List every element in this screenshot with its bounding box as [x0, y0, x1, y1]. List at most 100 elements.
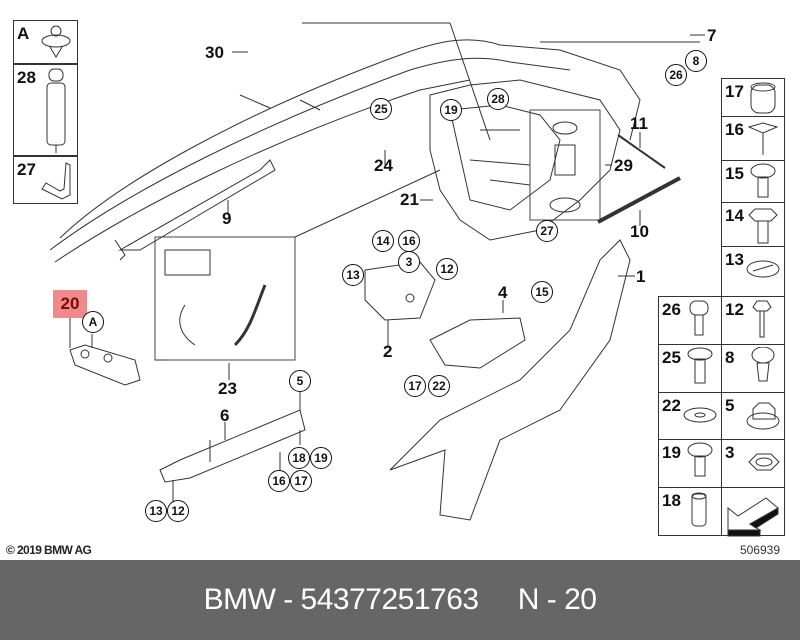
- part-1-bow: [389, 239, 631, 521]
- callout-10: 10: [630, 222, 649, 241]
- circled-callout-28: 28: [487, 88, 509, 110]
- legend-label: 8: [725, 348, 735, 367]
- callout-29: 29: [614, 156, 633, 175]
- legend-label: 26: [662, 300, 681, 319]
- circled-callout-13: 13: [342, 264, 364, 286]
- diagram-line-art: [49, 22, 705, 521]
- legend-label: 5: [725, 396, 735, 415]
- sleeve-icon: [750, 82, 776, 114]
- collar-nut-icon: [746, 402, 780, 430]
- washer-icon: [683, 407, 717, 423]
- legend-box-26: 26: [658, 296, 722, 345]
- part-11-strut: [617, 134, 666, 169]
- screw-icon: [687, 442, 713, 477]
- circled-callout-8: 8: [685, 50, 707, 72]
- parts-diagram: 30 7 11 29 10 9 24 21 23 2 4 1 6 20 8 26…: [6, 20, 785, 557]
- circled-callout-15: 15: [531, 281, 553, 303]
- self-tapping-screw-icon: [751, 347, 775, 382]
- circled-callout-17: 17: [404, 375, 426, 397]
- circled-callout-13b: 13: [145, 500, 167, 522]
- circled-callout-12b: 12: [167, 500, 189, 522]
- legend-label: 17: [725, 82, 744, 101]
- flange-bolt-icon: [748, 208, 778, 244]
- legend-label: 16: [725, 120, 744, 139]
- part-4-latch: [429, 317, 526, 369]
- legend-box-27: 27: [13, 156, 78, 204]
- legend-label: 14: [725, 206, 744, 225]
- wing-bolt-icon: [747, 122, 779, 155]
- circled-callout-A: A: [82, 311, 104, 333]
- circled-callout-3: 3: [398, 251, 420, 273]
- bracket-icon: [41, 162, 71, 200]
- callout-30: 30: [205, 43, 224, 62]
- legend-box-14: 14: [721, 202, 785, 247]
- hex-nut-icon: [748, 453, 780, 471]
- part-footer-banner: BMW - 54377251763 N - 20: [0, 560, 800, 640]
- legend-label: 19: [662, 443, 681, 462]
- legend-label: 13: [725, 250, 744, 269]
- callout-4: 4: [498, 283, 508, 302]
- callout-9: 9: [222, 209, 232, 228]
- clip-icon: [41, 25, 71, 58]
- legend-box-22: 22: [658, 392, 722, 440]
- screw-icon: [750, 163, 776, 198]
- callout-7: 7: [707, 26, 717, 45]
- legend-box-18: 18: [658, 487, 722, 536]
- callout-11: 11: [630, 114, 648, 133]
- circled-callout-18: 18: [288, 447, 310, 469]
- legend-box-5: 5: [721, 392, 785, 440]
- legend-label: A: [17, 24, 30, 43]
- callout-21: 21: [400, 190, 419, 209]
- callout-6: 6: [220, 406, 230, 425]
- pin-bolt-icon: [689, 300, 709, 336]
- cap-icon: [746, 260, 780, 278]
- part-20-hinge: [69, 344, 141, 386]
- callout-2: 2: [383, 342, 393, 361]
- legend-box-12: 12: [721, 296, 785, 345]
- torx-screw-icon: [687, 347, 713, 384]
- callout-24: 24: [374, 156, 393, 175]
- main-frame: [429, 79, 621, 241]
- hex-bolt-icon: [752, 300, 772, 338]
- circled-callout-17b: 17: [290, 470, 312, 492]
- legend-label: 27: [17, 160, 36, 179]
- legend-label: 22: [662, 396, 681, 415]
- image-number: 506939: [739, 543, 780, 557]
- part-23-kit-box: [154, 236, 296, 361]
- legend-box-28: 28: [13, 64, 78, 156]
- circled-callout-25: 25: [370, 98, 392, 120]
- pin-icon: [46, 68, 66, 153]
- part-2-bracket: [364, 261, 436, 321]
- callout-20-highlighted[interactable]: 20: [53, 290, 87, 318]
- circled-callout-14: 14: [372, 230, 394, 252]
- legend-label: 3: [725, 443, 735, 462]
- circled-callout-27: 27: [536, 220, 558, 242]
- legend-box-direction-arrow: [721, 487, 785, 537]
- legend-label: 18: [662, 491, 681, 510]
- part-10-strut: [597, 176, 681, 224]
- legend-box-25: 25: [658, 344, 722, 393]
- legend-box-19: 19: [658, 439, 722, 488]
- footer-text: BMW - 54377251763 N - 20: [203, 583, 597, 616]
- part-9-arm: [118, 159, 276, 251]
- spacer-sleeve-icon: [691, 492, 707, 527]
- circled-callout-22: 22: [428, 375, 450, 397]
- legend-box-A: A: [13, 20, 78, 64]
- legend-box-8: 8: [721, 344, 785, 393]
- circled-callout-5: 5: [289, 370, 311, 392]
- circled-callout-16: 16: [398, 230, 420, 252]
- callout-1: 1: [636, 267, 646, 286]
- legend-label: 28: [17, 68, 36, 87]
- roof-bow-rail: [59, 39, 641, 239]
- circled-callout-12: 12: [436, 258, 458, 280]
- legend-box-3: 3: [721, 439, 785, 488]
- legend-box-15: 15: [721, 160, 785, 203]
- part-29-box: [529, 109, 601, 221]
- callout-23: 23: [218, 379, 237, 398]
- legend-label: 25: [662, 348, 681, 367]
- legend-box-17: 17: [721, 78, 785, 117]
- circled-callout-16b: 16: [268, 470, 290, 492]
- circled-callout-26: 26: [665, 64, 687, 86]
- circled-callout-19: 19: [440, 99, 462, 121]
- part-6-plate: [159, 409, 306, 483]
